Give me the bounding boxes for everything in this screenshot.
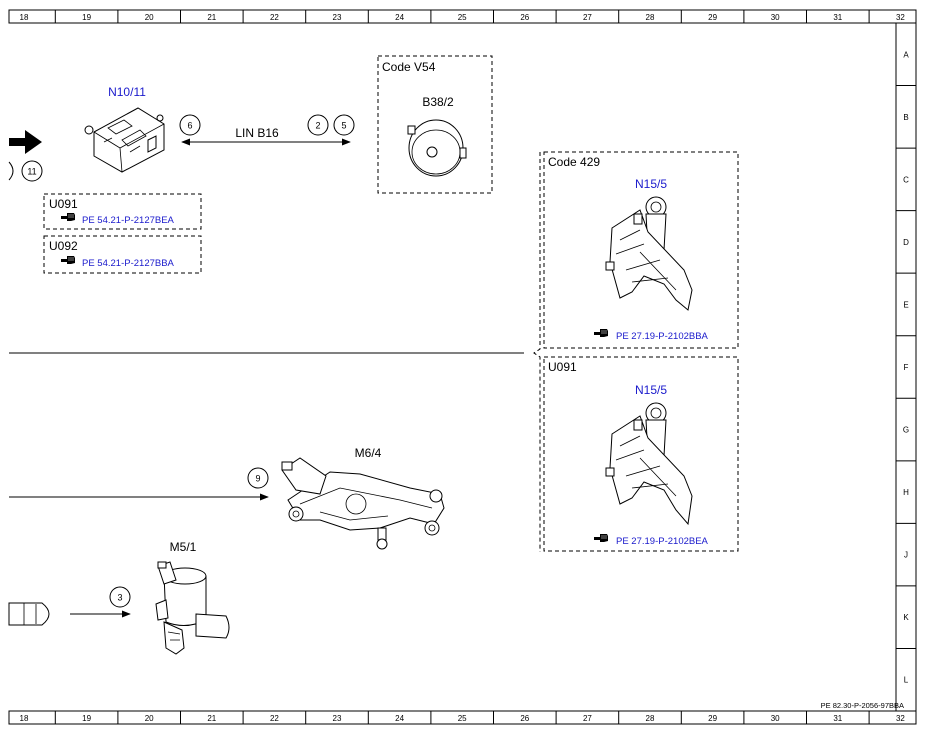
row-ruler: A B C D E F G H J K L: [896, 50, 916, 685]
column-label-22: 22: [270, 714, 279, 723]
column-label-29: 29: [708, 13, 717, 22]
column-label-28: 28: [646, 13, 655, 22]
column-label-24: 24: [395, 13, 404, 22]
u091-right-reference-link[interactable]: PE 27.19-P-2102BEA: [616, 536, 709, 547]
column-label-19: 19: [82, 714, 91, 723]
n10-11-component[interactable]: N10/11 11: [8, 85, 165, 182]
lin-bus-label: LIN B16: [235, 126, 279, 140]
m5-1-label: M5/1: [170, 540, 197, 554]
pin-9-circle: [247, 467, 269, 489]
lin-bus-connection: 6 2 5 LIN B16: [179, 114, 355, 146]
m5-1-component[interactable]: 3 M5/1: [8, 540, 230, 655]
column-label-28: 28: [646, 714, 655, 723]
row-label-E: E: [903, 300, 908, 309]
pin-11-circle: [21, 160, 43, 182]
pointing-hand-icon: [593, 533, 609, 543]
variant-bracket: [9, 152, 541, 552]
pin-2-circle: [307, 114, 329, 136]
washer-pump-icon: [155, 561, 230, 655]
row-label-L: L: [904, 676, 909, 685]
selector-lever-icon: [605, 196, 693, 311]
u091-reference-box[interactable]: U091 PE 54.21-P-2127BEA: [43, 193, 202, 230]
incoming-bus-arrow: [9, 130, 42, 154]
u091-reference-link[interactable]: PE 54.21-P-2127BEA: [82, 215, 175, 226]
code-429-reference-link[interactable]: PE 27.19-P-2102BBA: [616, 331, 709, 342]
pin-5-circle: [333, 114, 355, 136]
column-label-30: 30: [771, 714, 780, 723]
column-label-31: 31: [833, 13, 842, 22]
row-label-J: J: [904, 551, 908, 560]
m6-4-label: M6/4: [355, 446, 382, 460]
column-label-18: 18: [20, 13, 29, 22]
row-label-K: K: [903, 613, 909, 622]
pin-6-circle: [179, 114, 201, 136]
code-v54-title: Code V54: [382, 60, 436, 74]
row-label-B: B: [903, 113, 908, 122]
column-label-23: 23: [333, 13, 342, 22]
u091-right-title: U091: [548, 360, 577, 374]
column-label-26: 26: [520, 13, 529, 22]
pointing-hand-icon: [60, 255, 76, 265]
column-label-30: 30: [771, 13, 780, 22]
column-label-21: 21: [207, 714, 216, 723]
column-label-25: 25: [458, 13, 467, 22]
pin-2-label: 2: [315, 121, 320, 131]
n15-5-label-2: N15/5: [635, 383, 667, 397]
pin-3-label: 3: [117, 593, 122, 603]
column-label-27: 27: [583, 714, 592, 723]
column-label-20: 20: [145, 714, 154, 723]
column-label-27: 27: [583, 13, 592, 22]
selector-lever-icon: [605, 402, 693, 526]
pin-11-label: 11: [27, 167, 36, 177]
row-label-D: D: [903, 238, 909, 247]
partial-pin-circle: [8, 161, 14, 181]
code-429-title: Code 429: [548, 155, 600, 169]
row-label-C: C: [903, 175, 909, 184]
row-label-G: G: [903, 426, 909, 435]
n15-5-label: N15/5: [635, 177, 667, 191]
washer-hose-icon: [8, 602, 50, 626]
column-label-18: 18: [20, 714, 29, 723]
column-label-20: 20: [145, 13, 154, 22]
code-v54-box[interactable]: Code V54 B38/2: [377, 55, 493, 194]
document-reference: PE 82.30-P-2056-97BBA: [821, 701, 904, 710]
drawing-frame: [8, 9, 917, 725]
column-label-22: 22: [270, 13, 279, 22]
column-label-24: 24: [395, 714, 404, 723]
column-label-19: 19: [82, 13, 91, 22]
wiper-motor-icon: [281, 457, 445, 550]
pointing-hand-icon: [60, 212, 76, 222]
column-label-23: 23: [333, 714, 342, 723]
u092-reference-box[interactable]: U092 PE 54.21-P-2127BBA: [43, 235, 202, 274]
u091-title: U091: [49, 197, 78, 211]
row-label-H: H: [903, 488, 909, 497]
pin-6-label: 6: [187, 121, 192, 131]
column-label-25: 25: [458, 714, 467, 723]
u092-reference-link[interactable]: PE 54.21-P-2127BBA: [82, 258, 175, 269]
column-label-32: 32: [896, 714, 905, 723]
b38-2-label: B38/2: [422, 95, 454, 109]
control-unit-icon: [84, 107, 165, 173]
u091-right-box[interactable]: U091 N15/5 PE 27.19-P-2102BEA: [543, 356, 739, 552]
pointing-hand-icon: [593, 328, 609, 338]
row-label-A: A: [903, 50, 909, 59]
column-label-26: 26: [520, 714, 529, 723]
column-label-31: 31: [833, 714, 842, 723]
pin-9-label: 9: [255, 474, 260, 484]
column-ruler: 1818191920202121222223232424252526262727…: [20, 10, 905, 724]
column-label-29: 29: [708, 714, 717, 723]
pin-5-label: 5: [341, 121, 346, 131]
row-label-F: F: [904, 363, 909, 372]
u092-title: U092: [49, 239, 78, 253]
rain-light-sensor-icon: [407, 119, 467, 177]
m6-4-component[interactable]: 9 M6/4: [9, 446, 445, 550]
pin-3-circle: [109, 586, 131, 608]
n10-11-label: N10/11: [108, 85, 146, 99]
column-label-32: 32: [896, 13, 905, 22]
code-429-box[interactable]: Code 429 N15/5 PE 27.19-P-2102BBA: [543, 151, 739, 349]
column-label-21: 21: [207, 13, 216, 22]
